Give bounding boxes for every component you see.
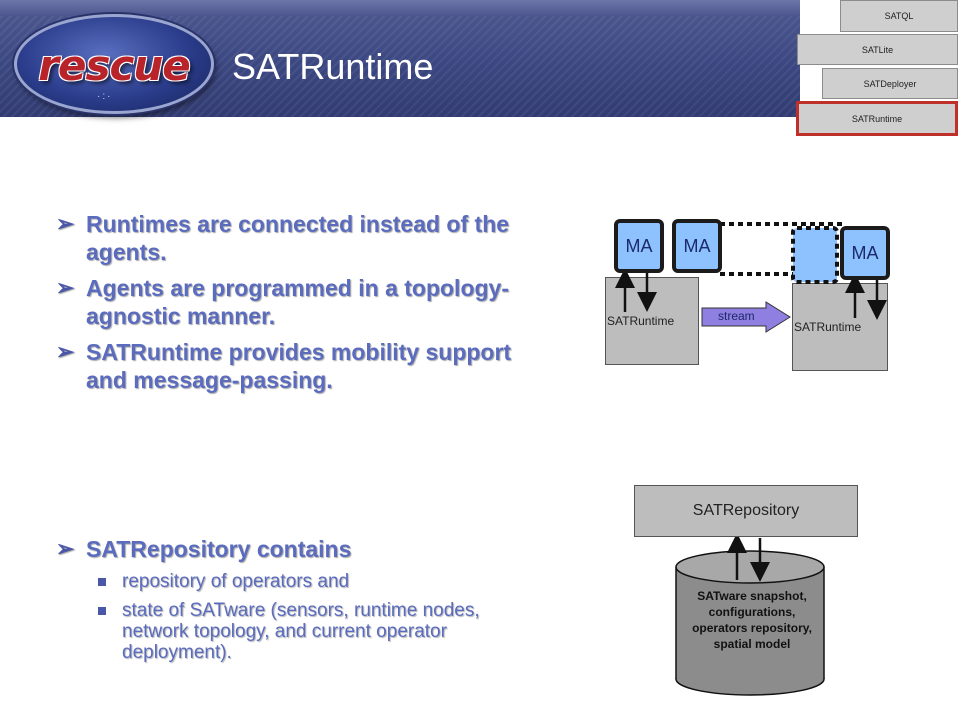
mobile-agent-3: MA xyxy=(840,226,890,280)
repository-box: SATRepository xyxy=(634,485,858,537)
stack-tab-satruntime[interactable]: SATRuntime xyxy=(796,101,958,136)
logo-text: rescue xyxy=(38,41,190,90)
stack-tab-label: SATLite xyxy=(861,44,894,55)
sub-bullet-item: repository of operators and xyxy=(56,571,526,592)
sub-bullet-text: state of SATware (sensors, runtime nodes… xyxy=(122,600,480,663)
mobile-agent-1: MA xyxy=(614,219,664,273)
runtime-label-right: SATRuntime xyxy=(794,320,862,334)
square-bullet-icon xyxy=(98,578,106,586)
dotted-agent-placeholder xyxy=(791,226,839,284)
agent-label: MA xyxy=(625,235,653,256)
stream-label: stream xyxy=(718,309,755,323)
agent-label: MA xyxy=(851,242,879,263)
bullet-text: SATRuntime provides mobility support and… xyxy=(86,339,512,393)
bullet-text: SATRepository contains xyxy=(86,536,352,562)
bullet-text: Agents are programmed in a topology-agno… xyxy=(86,275,509,329)
repository-label: SATRepository xyxy=(692,502,800,519)
arrow-bullet-icon: ➢ xyxy=(56,275,75,300)
rescue-logo: rescue ·:· xyxy=(14,14,214,114)
stack-tab-label: SATDeployer xyxy=(863,78,917,89)
stream-arrow xyxy=(701,301,791,333)
bullet-item: ➢ SATRepository contains xyxy=(56,535,526,563)
slide-title: SATRuntime xyxy=(232,46,434,87)
database-text: SATware snapshot, configurations, operat… xyxy=(692,589,812,651)
stack-tab-label: SATQL xyxy=(884,11,914,21)
square-bullet-icon xyxy=(98,607,106,615)
bullet-item: ➢ Agents are programmed in a topology-ag… xyxy=(56,274,526,330)
mobile-agent-2: MA xyxy=(672,219,722,273)
runtime-box-left: SATRuntime xyxy=(605,277,699,365)
runtime-box-right: SATRuntime xyxy=(792,283,888,371)
bullet-list-top: ➢ Runtimes are connected instead of the … xyxy=(56,210,526,402)
sub-bullet-text: repository of operators and xyxy=(122,571,350,592)
arrow-bullet-icon: ➢ xyxy=(56,536,75,561)
arrow-bullet-icon: ➢ xyxy=(56,339,75,364)
stack-tab-satlite[interactable]: SATLite xyxy=(797,34,958,65)
stack-tab-satql[interactable]: SATQL xyxy=(840,0,958,32)
logo-dots-decoration: ·:· xyxy=(97,91,113,102)
bullet-text: Runtimes are connected instead of the ag… xyxy=(86,211,510,265)
arrow-bullet-icon: ➢ xyxy=(56,211,75,236)
banner-stripe xyxy=(0,0,800,16)
bullet-item: ➢ SATRuntime provides mobility support a… xyxy=(56,338,526,394)
agent-label: MA xyxy=(683,235,711,256)
bullet-list-bottom: ➢ SATRepository contains repository of o… xyxy=(56,535,526,671)
stack-tab-satdeployer[interactable]: SATDeployer xyxy=(822,68,958,99)
sub-bullet-item: state of SATware (sensors, runtime nodes… xyxy=(56,600,526,663)
header-banner: rescue ·:· SATRuntime xyxy=(0,0,800,117)
runtime-label-left: SATRuntime xyxy=(607,314,675,328)
stack-tab-label: SATRuntime xyxy=(851,113,903,124)
bullet-item: ➢ Runtimes are connected instead of the … xyxy=(56,210,526,266)
